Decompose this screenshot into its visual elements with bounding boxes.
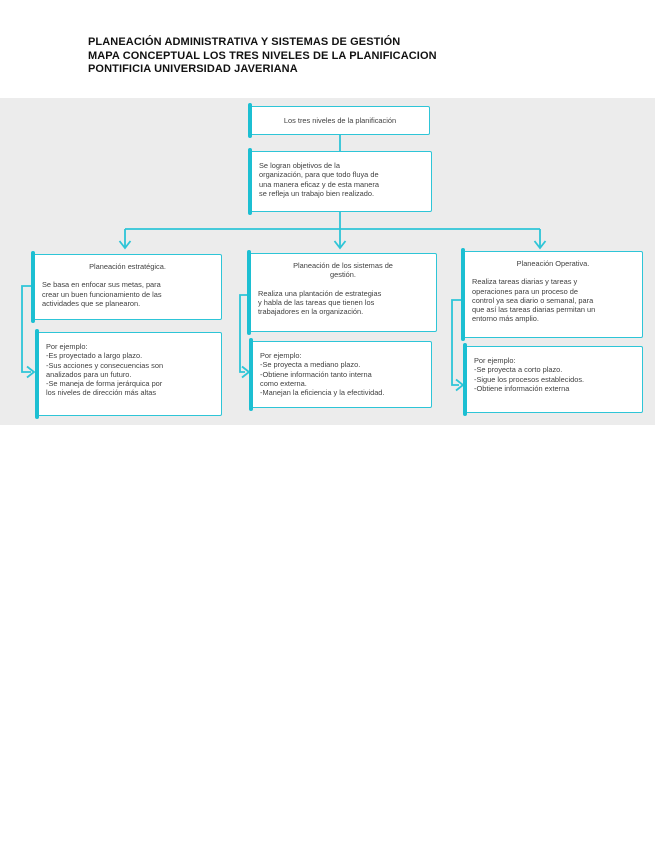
node-definition-text: Se logran objetivos de la organización, … bbox=[259, 161, 379, 198]
node-ejemplo-estrategica: Por ejemplo: -Es proyectado a largo plaz… bbox=[35, 329, 222, 419]
node-planeacion-operativa: Planeación Operativa. Realiza tareas dia… bbox=[461, 248, 643, 341]
node-planeacion-estrategica: Planeación estratégica. Se basa en enfoc… bbox=[31, 251, 222, 323]
header-line-3: PONTIFICIA UNIVERSIDAD JAVERIANA bbox=[88, 63, 298, 75]
node-root-label: Los tres niveles de la planificación bbox=[283, 115, 397, 125]
node-definition-accent-bar bbox=[248, 148, 252, 215]
node-ejemplo-operativa: Por ejemplo: -Se proyecta a corto plazo.… bbox=[463, 343, 643, 416]
node-sistemas-de-gestion: Planeación de los sistemas de gestión. R… bbox=[247, 250, 437, 335]
node-ejemplo-estrategica-text: Por ejemplo: -Es proyectado a largo plaz… bbox=[46, 342, 164, 398]
node-sistemas-de-gestion-title: Planeación de los sistemas de gestión. bbox=[293, 261, 393, 280]
node-ejemplo-sistemas-accent-bar bbox=[249, 338, 253, 411]
node-sistemas-de-gestion-accent-bar bbox=[247, 250, 251, 335]
node-planeacion-operativa-title: Planeación Operativa. bbox=[516, 259, 590, 268]
node-ejemplo-operativa-text: Por ejemplo: -Se proyecta a corto plazo.… bbox=[474, 356, 585, 393]
node-planeacion-operativa-body: Realiza tareas diarias y tareas y operac… bbox=[472, 277, 596, 324]
header-line-1: PLANEACIÓN ADMINISTRATIVA Y SISTEMAS DE … bbox=[88, 36, 401, 48]
node-ejemplo-sistemas: Por ejemplo: -Se proyecta a mediano plaz… bbox=[249, 338, 432, 411]
node-root: Los tres niveles de la planificación bbox=[248, 103, 430, 138]
header-line-2: MAPA CONCEPTUAL LOS TRES NIVELES DE LA P… bbox=[88, 49, 437, 62]
node-sistemas-de-gestion-body: Realiza una plantación de estrategias y … bbox=[258, 288, 382, 317]
node-planeacion-operativa-accent-bar bbox=[461, 248, 465, 341]
node-ejemplo-estrategica-accent-bar bbox=[35, 329, 39, 419]
node-root-accent-bar bbox=[248, 103, 252, 138]
node-planeacion-estrategica-title: Planeación estratégica. bbox=[89, 262, 166, 271]
node-ejemplo-sistemas-text: Por ejemplo: -Se proyecta a mediano plaz… bbox=[260, 351, 385, 398]
node-planeacion-estrategica-body: Se basa en enfocar sus metas, para crear… bbox=[42, 280, 162, 308]
node-ejemplo-operativa-accent-bar bbox=[463, 343, 467, 416]
document-header: PLANEACIÓN ADMINISTRATIVA Y SISTEMAS DE … bbox=[88, 36, 437, 77]
node-planeacion-estrategica-accent-bar bbox=[31, 251, 35, 323]
node-definition: Se logran objetivos de la organización, … bbox=[248, 148, 432, 215]
